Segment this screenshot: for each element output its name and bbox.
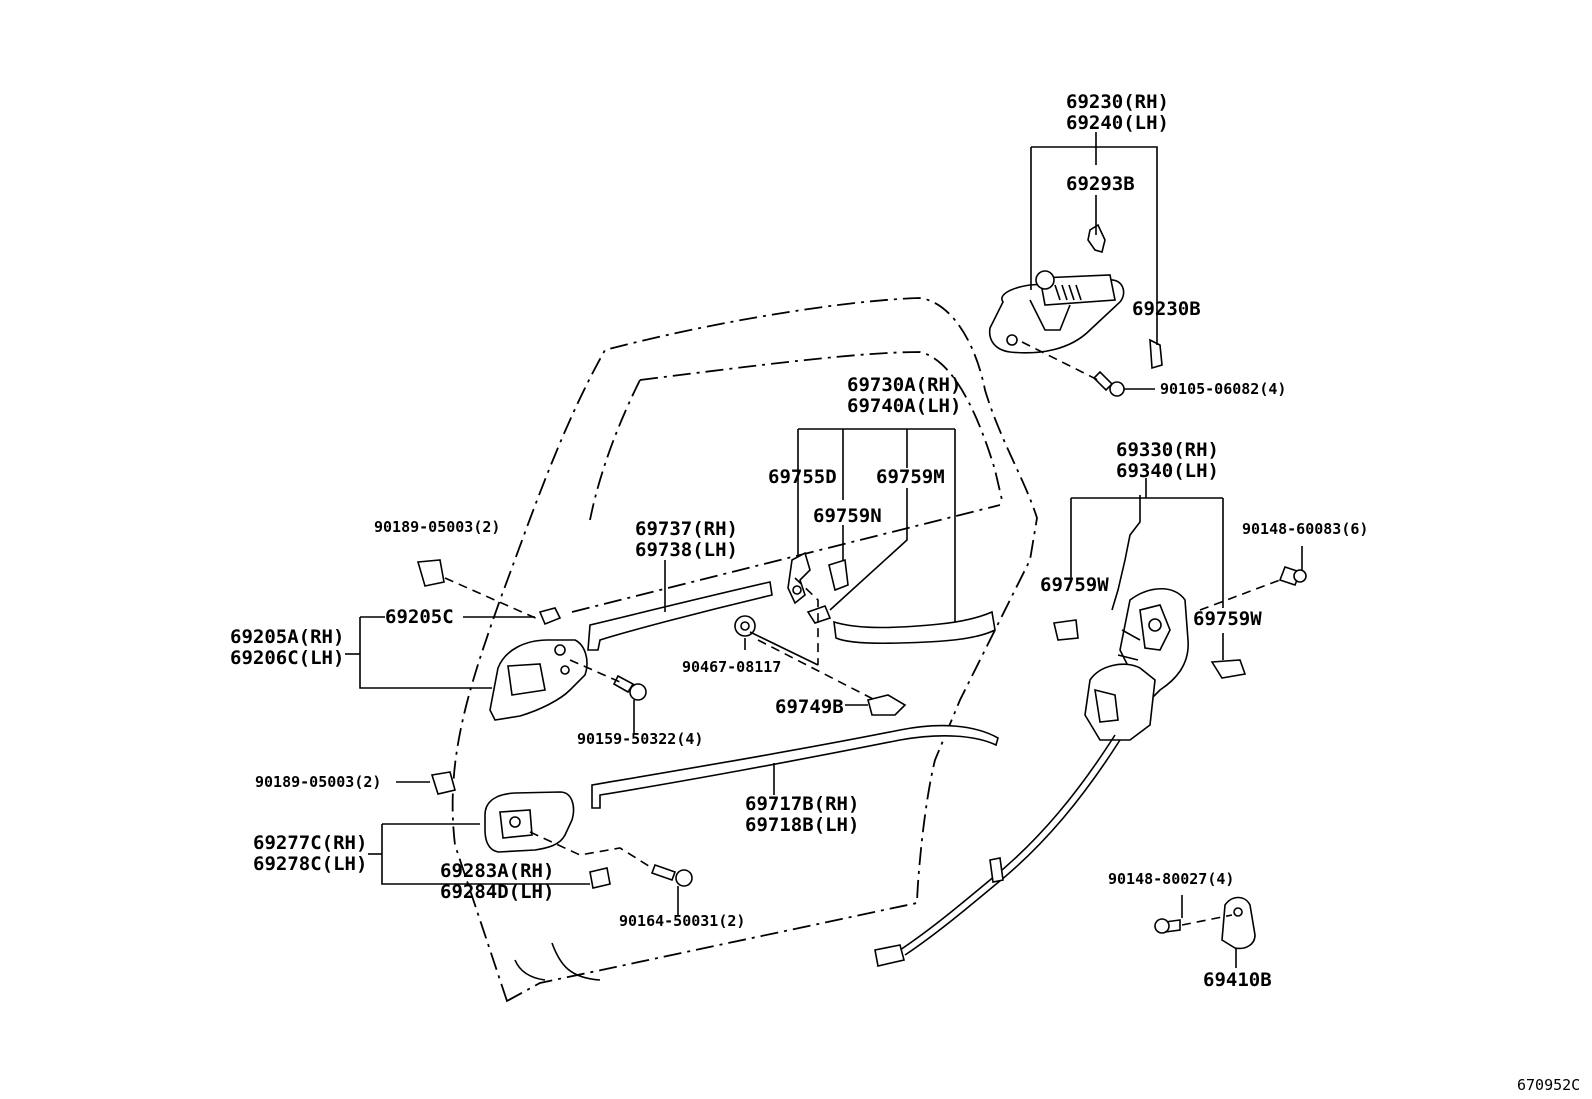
- diagram-code: 670952C: [1517, 1076, 1580, 1094]
- striker-69410b: [1221, 896, 1256, 950]
- callout-lock-assy-rh: 69330(RH): [1116, 439, 1219, 461]
- door-outline: [451, 297, 1038, 1003]
- callouts: 69230(RH) 69240(LH) 69293B 69230B 90105-…: [230, 91, 1580, 1094]
- cover-cap: [589, 867, 611, 889]
- knob-69749b: [845, 694, 907, 716]
- callout-lock-assy-lh: 69340(LH): [1116, 460, 1219, 482]
- callout-cover-cap-rh: 69283A(RH): [440, 860, 554, 882]
- callout-striker: 69410B: [1203, 969, 1272, 991]
- clip-lower-90189: [430, 771, 456, 795]
- callout-inner-handle-rh: 69205A(RH): [230, 626, 344, 648]
- callout-rod-upper-lh: 69738(LH): [635, 539, 738, 561]
- clip-69759w-right: [1210, 659, 1247, 679]
- clip-upper-90189: [416, 559, 445, 587]
- callout-clip-d: 69755D: [768, 466, 837, 488]
- clip-69759w-left: [1053, 619, 1079, 641]
- callout-clip-w-right: 69759W: [1193, 608, 1262, 630]
- callout-grommet: 90467-08117: [682, 658, 781, 676]
- callout-ext-handle-rh: 69230(RH): [1066, 91, 1169, 113]
- callout-rod-set-rh: 69730A(RH): [847, 374, 961, 396]
- inner-handle: [489, 639, 588, 721]
- callout-rod-set-lh: 69740A(LH): [847, 395, 961, 417]
- pad-69205c: [538, 607, 562, 626]
- clip-69755d: [787, 551, 811, 605]
- callout-rod-lower-rh: 69717B(RH): [745, 793, 859, 815]
- screw-striker: [1154, 918, 1181, 934]
- callout-bezel-lh: 69278C(LH): [253, 853, 367, 875]
- callout-clip-bottom: 90189-05003(2): [255, 773, 381, 791]
- callout-clip-top: 90189-05003(2): [374, 518, 500, 536]
- callout-screw-lock: 90148-60083(6): [1242, 520, 1368, 538]
- callout-ext-pad: 69230B: [1132, 298, 1201, 320]
- callout-knob: 69749B: [775, 696, 844, 718]
- screw-bezel: [650, 863, 693, 887]
- callout-ext-handle-lh: 69240(LH): [1066, 112, 1169, 134]
- callout-bezel-rh: 69277C(RH): [253, 832, 367, 854]
- exterior-cover: [1087, 223, 1106, 253]
- screw-lock: [1278, 565, 1307, 587]
- clip-69759n: [828, 558, 849, 592]
- clip-69759m: [806, 604, 832, 624]
- callout-ext-cover: 69293B: [1066, 173, 1135, 195]
- grommet-90467: [734, 615, 756, 637]
- door-lock-assembly: [1084, 588, 1189, 741]
- callout-cover-cap-lh: 69284D(LH): [440, 881, 554, 903]
- exterior-pad: [1149, 338, 1163, 370]
- callout-screw-inner: 90159-50322(4): [577, 730, 703, 748]
- callout-inner-handle-lh: 69206C(LH): [230, 647, 344, 669]
- callout-clip-n: 69759N: [813, 505, 882, 527]
- callout-pad-c: 69205C: [385, 606, 454, 628]
- exterior-handle: [988, 270, 1125, 354]
- callout-rod-upper-rh: 69737(RH): [635, 518, 738, 540]
- callout-clip-m: 69759M: [876, 466, 945, 488]
- callout-screw-striker: 90148-80027(4): [1108, 870, 1234, 888]
- callout-bolt-ext: 90105-06082(4): [1160, 380, 1286, 398]
- inside-bezel: [484, 791, 575, 853]
- bolt-exterior-handle: [1092, 370, 1125, 397]
- callout-screw-bezel: 90164-50031(2): [619, 912, 745, 930]
- callout-rod-lower-lh: 69718B(LH): [745, 814, 859, 836]
- callout-clip-w-left: 69759W: [1040, 574, 1109, 596]
- screw-inner-handle: [612, 674, 647, 701]
